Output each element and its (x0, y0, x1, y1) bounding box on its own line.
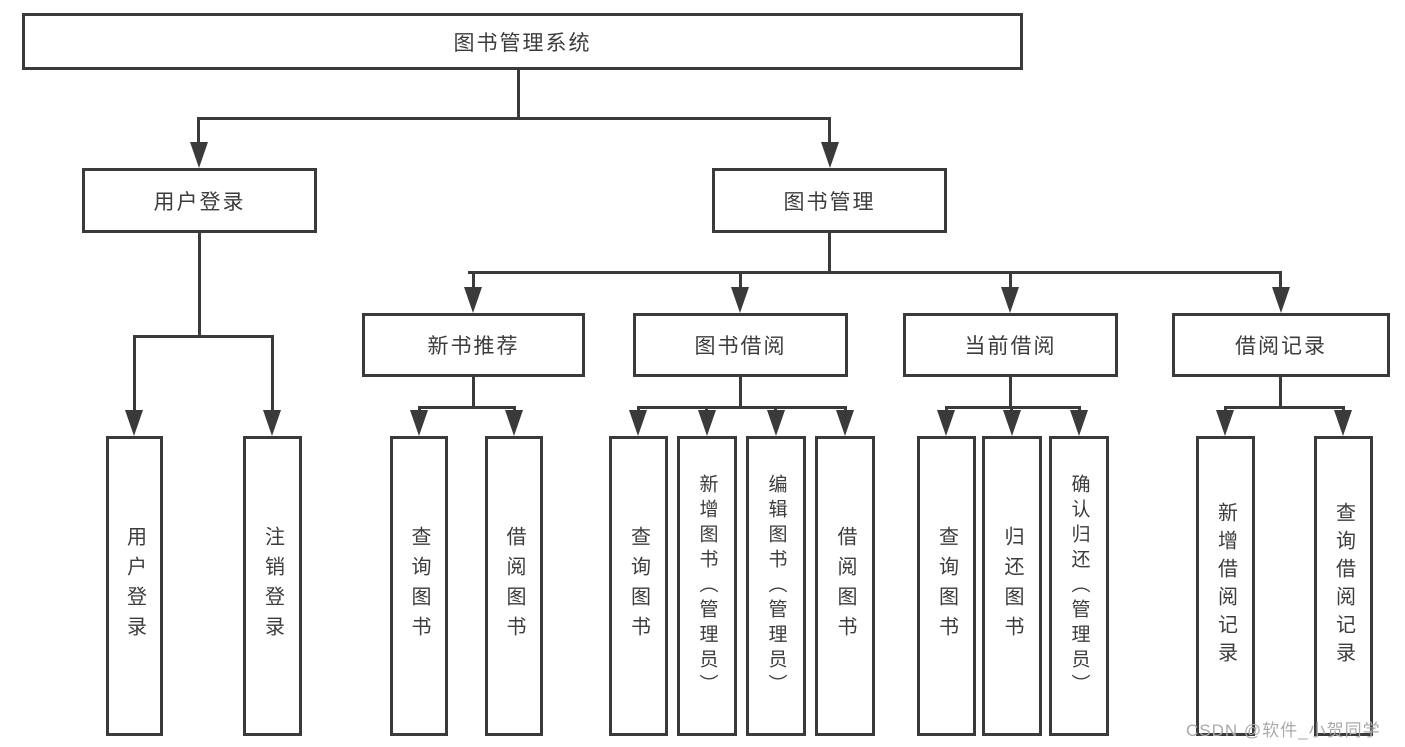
connector-line (828, 233, 831, 274)
leaf-label: 注销登录 (261, 526, 284, 646)
connector-line (198, 233, 201, 338)
connector-line (945, 406, 1081, 409)
connector-arrow (821, 142, 839, 168)
leaf-query-book-current: 查询图书 (917, 436, 976, 736)
node-label: 图书借阅 (694, 335, 787, 358)
connector-line (517, 70, 520, 120)
connector-arrow (629, 410, 647, 436)
leaf-label: 新增图书（管理员） (696, 473, 718, 699)
connector-line (197, 117, 831, 120)
leaf-label: 归还图书 (1001, 526, 1023, 646)
node-label: 图书管理 (783, 190, 876, 214)
leaf-user-login: 用户登录 (106, 436, 163, 736)
connector-arrow (698, 410, 716, 436)
connector-arrow (836, 410, 854, 436)
watermark: CSDN @软件_小贺同学 (1186, 721, 1381, 740)
connector-line (828, 117, 831, 147)
node-user-login: 用户登录 (82, 168, 317, 233)
leaf-label: 用户登录 (123, 526, 146, 646)
connector-arrow (263, 410, 281, 436)
connector-line (418, 406, 516, 409)
connector-arrow (731, 287, 749, 313)
connector-line (1009, 271, 1012, 291)
leaf-label: 借阅图书 (503, 526, 525, 646)
connector-line (197, 117, 200, 147)
node-current-borrow: 当前借阅 (903, 313, 1118, 377)
connector-line (468, 271, 1282, 274)
node-label: 借阅记录 (1235, 335, 1327, 358)
node-library-management-system: 图书管理系统 (22, 13, 1023, 70)
leaf-label: 查询借阅记录 (1332, 502, 1355, 670)
leaf-label: 借阅图书 (834, 526, 856, 646)
connector-line (1009, 377, 1012, 409)
node-new-book-recommend: 新书推荐 (362, 313, 585, 377)
leaf-label: 确认归还（管理员） (1068, 473, 1090, 699)
node-borrow-records: 借阅记录 (1172, 313, 1390, 377)
leaf-label: 查询图书 (408, 526, 430, 646)
connector-line (271, 335, 274, 415)
connector-arrow (125, 410, 143, 436)
node-label: 新书推荐 (427, 335, 520, 358)
connector-arrow (767, 410, 785, 436)
leaf-add-borrow-record: 新增借阅记录 (1196, 436, 1255, 736)
connector-arrow (1216, 410, 1234, 436)
node-label: 图书管理系统 (453, 31, 592, 55)
leaf-label: 编辑图书（管理员） (765, 473, 787, 699)
connector-line (1279, 377, 1282, 409)
leaf-query-borrow-record: 查询借阅记录 (1314, 436, 1373, 736)
connector-line (133, 335, 274, 338)
connector-arrow (1334, 410, 1352, 436)
node-book-management: 图书管理 (712, 168, 947, 233)
leaf-borrow-book-borrow: 借阅图书 (815, 436, 875, 736)
leaf-confirm-return-admin: 确认归还（管理员） (1049, 436, 1109, 736)
connector-line (637, 406, 847, 409)
connector-line (1224, 406, 1345, 409)
leaf-query-book-borrow: 查询图书 (609, 436, 668, 736)
node-label: 用户登录 (153, 190, 246, 214)
leaf-label: 查询图书 (627, 526, 650, 646)
node-book-borrow: 图书借阅 (633, 313, 848, 377)
leaf-logout: 注销登录 (243, 436, 302, 736)
leaf-borrow-book-newbook: 借阅图书 (485, 436, 543, 736)
connector-arrow (1001, 287, 1019, 313)
connector-arrow (1070, 410, 1088, 436)
leaf-return-book: 归还图书 (982, 436, 1042, 736)
leaf-add-book-admin: 新增图书（管理员） (677, 436, 737, 736)
connector-line (739, 377, 742, 409)
connector-line (472, 271, 475, 291)
connector-line (1279, 271, 1282, 291)
leaf-query-book-newbook: 查询图书 (390, 436, 448, 736)
connector-arrow (1003, 410, 1021, 436)
connector-arrow (464, 287, 482, 313)
connector-arrow (1272, 287, 1290, 313)
connector-line (739, 271, 742, 291)
connector-arrow (190, 142, 208, 168)
connector-arrow (937, 410, 955, 436)
leaf-edit-book-admin: 编辑图书（管理员） (746, 436, 806, 736)
leaf-label: 查询图书 (935, 526, 958, 646)
connector-line (133, 335, 136, 415)
connector-arrow (410, 410, 428, 436)
leaf-label: 新增借阅记录 (1214, 502, 1237, 670)
connector-line (472, 377, 475, 409)
connector-arrow (505, 410, 523, 436)
node-label: 当前借阅 (964, 335, 1057, 358)
